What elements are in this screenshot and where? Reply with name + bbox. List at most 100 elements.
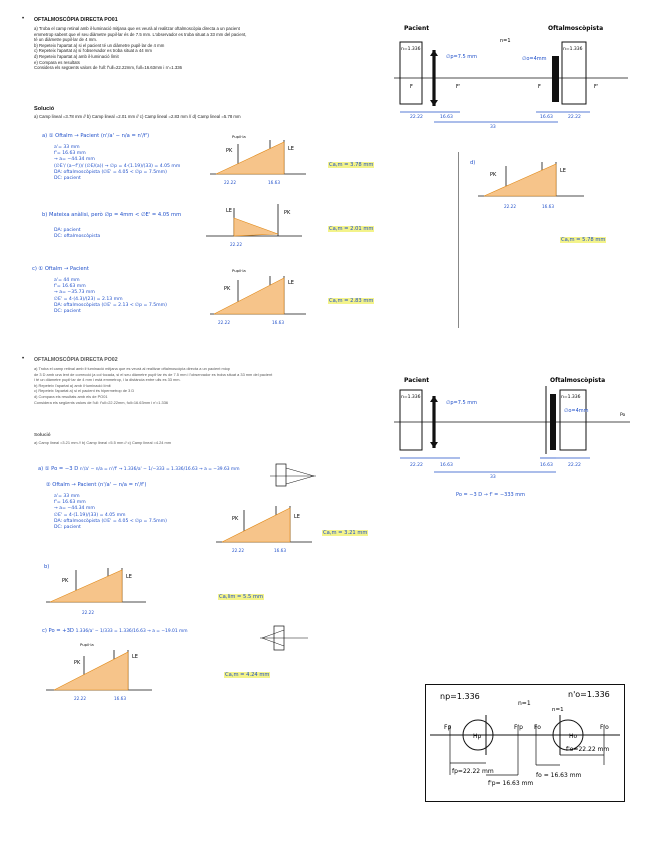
- problem-statement: a) Troba el camp retinal amb il·luminaci…: [34, 366, 272, 405]
- work-line: f'= 16.63 mm: [54, 151, 86, 157]
- statement-line: de 3 D amb una lent de correcció ja col·…: [34, 371, 273, 377]
- focal-label: F: [410, 84, 413, 90]
- arrow-icon: [430, 50, 438, 106]
- dim-value: 22.22: [224, 180, 236, 185]
- dim-value: 16.63: [272, 320, 284, 325]
- work-line: DC: oftalmoscòpista: [54, 234, 101, 240]
- po-label: Po: [620, 412, 626, 418]
- work-line: a'= 33 mm: [54, 145, 80, 150]
- triangle: [213, 277, 285, 315]
- statement-line: Considera els següents valors de l'ull: …: [34, 65, 183, 71]
- s2-work-a-head: a) ① Po = −3 D n'/a' − n/a = n'/f' → 1.3…: [38, 466, 239, 473]
- fp-label: Fp: [444, 724, 451, 731]
- dim-value: 22.22: [230, 242, 242, 247]
- statement-line: b) Repeteix l'apartat a) si el pacient t…: [34, 42, 165, 48]
- solution-line: a) Camp lineal =3.78 mm // b) Camp linea…: [34, 114, 241, 119]
- le-label: LE: [226, 208, 232, 214]
- work-line: DA: oftalmoscòpista (∅E' = 2.13 < ∅p = 7…: [54, 302, 167, 308]
- triangle: [49, 569, 123, 603]
- statement-line: d) Repeteix l'apartat a) amb il·luminaci…: [34, 53, 119, 59]
- statement-line: c) Repeteix l'apartat a) si el pacient é…: [34, 388, 135, 394]
- observer-eye-box: [561, 41, 587, 105]
- fp2-label: F'p: [514, 724, 523, 731]
- lens-box: [273, 625, 285, 651]
- work-title: a) ① Po = −3 D: [38, 466, 79, 472]
- eye-sketch: np=1.336 n=1 n'o=1.336 n=1 Hp Ho Fp F'p …: [430, 690, 620, 787]
- dim-value: 22.22: [504, 204, 516, 209]
- bullet: •: [22, 16, 25, 22]
- s2-result-a: Ca,m = 3.21 mm: [322, 530, 369, 537]
- work-title: c) Po = +3D: [42, 628, 74, 634]
- statement-line: e) Compara es resultats: [34, 59, 80, 65]
- pk-label: PK: [62, 578, 69, 584]
- work-a-head: a) ① Oftalm → Pacient (n'/a' − n/a = n'/…: [42, 133, 149, 140]
- result-highlight: Ca,m = 4.24 mm: [224, 672, 271, 678]
- result-highlight: Ca,m = 5.78 mm: [560, 237, 607, 243]
- eye-sketch-frame: np=1.336 n=1 n'o=1.336 n=1 Hp Ho Fp F'p …: [425, 684, 625, 802]
- pk-label: PK: [224, 286, 231, 292]
- statement-line: emmetrop sabent que el seu diàmetre pupi…: [34, 31, 247, 37]
- work-line: DA: oftalmoscòpista (∅E' = 4.05 < ∅p = 7…: [54, 169, 167, 175]
- dim-value: 16.63: [114, 696, 126, 701]
- lens-sketch: [270, 463, 316, 487]
- s2-work-c-head: c) Po = +3D 1.336/a' − 1/333 = 1.336/16.…: [42, 628, 188, 635]
- dim-value: 22.22: [568, 114, 581, 120]
- work-line: DC: pacient: [54, 176, 81, 182]
- le-label: LE: [560, 168, 566, 174]
- observer-eye-circle: [552, 719, 584, 751]
- field-diagram: PK LE 22.22 16.63: [478, 162, 584, 209]
- work-title: ② Oftalm → Pacient: [46, 482, 97, 488]
- result-a: Ca,m = 3.78 mm: [328, 162, 375, 169]
- statement-line: a) Troba el camp retinal amb il·luminaci…: [34, 366, 230, 371]
- result-b: Ca,m = 2.01 mm: [328, 226, 375, 233]
- result-highlight: Ca,m = 3.78 mm: [328, 162, 375, 168]
- dim-value: 16.63: [440, 462, 453, 468]
- nair-label: n=1: [518, 700, 531, 707]
- pupil-label: Pupil·la: [232, 268, 246, 273]
- dim-value: 16.63: [540, 114, 553, 120]
- observer-pupil-label: ∅o=4mm: [564, 408, 589, 414]
- patient-label: Pacient: [404, 25, 429, 32]
- ray-lines: [285, 467, 315, 485]
- fo2-label: F'o: [600, 724, 609, 731]
- bullet: •: [22, 356, 25, 362]
- divider: [458, 152, 459, 328]
- work-c-lines: a'= 44 mm f'= 16.63 mm → a= −35.73 mm ∅E…: [54, 278, 167, 315]
- work-eq: n'/a' − n/a = n'/f' → 1.336/a' − 1/−333 …: [79, 467, 240, 472]
- dim-fo2: f'o=22.22 mm: [566, 746, 609, 753]
- dim-value: 16.63: [540, 462, 553, 468]
- observer-label: Oftalmoscòpista: [550, 377, 605, 384]
- le-label: LE: [126, 574, 132, 580]
- work-line: a'= 44 mm: [54, 278, 80, 283]
- dim-fo: fo = 16.63 mm: [536, 772, 582, 779]
- work-line: DA: pacient: [54, 228, 81, 233]
- patient-eye-box: [399, 389, 423, 451]
- pk-label: PK: [226, 148, 233, 154]
- s2-result-b: Ca,lim = 5.5 mm: [218, 594, 265, 601]
- n-label: n=1: [500, 38, 511, 44]
- ho-label: Ho: [569, 733, 578, 740]
- work-line: f'= 16.63 mm: [54, 500, 86, 506]
- fo-label: Fo: [534, 724, 541, 731]
- s2-result-c: Ca,m = 4.24 mm: [224, 672, 271, 679]
- dim-value: 16.63: [440, 114, 453, 120]
- hp-label: Hp: [473, 733, 482, 740]
- work-line: DA: oftalmoscòpista (∅E' = 4.05 < ∅p = 7…: [54, 518, 167, 524]
- extra-note: Po = −3 D → f' = −333 mm: [456, 492, 525, 498]
- pk-label: PK: [284, 210, 291, 216]
- statement-line: té un diàmetre pupil·lar de 4 mm.: [34, 37, 98, 43]
- observer-eye-box: [559, 389, 587, 451]
- dim-value: 16.63: [542, 204, 554, 209]
- field-diagram: PK LE Pupil·la 22.22 16.63: [46, 642, 152, 701]
- dim-value: 16.63: [274, 548, 286, 553]
- observer-n: n=1.336: [561, 394, 581, 400]
- dim-total: 33: [490, 124, 496, 130]
- patient-eye-box: [399, 41, 423, 105]
- observer-n: n=1.336: [563, 46, 583, 52]
- n-label: n=1: [552, 707, 564, 713]
- dim-total: 33: [490, 474, 496, 480]
- dim-fp2: f'p= 16.63 mm: [488, 780, 533, 787]
- patient-eye-circle: [462, 719, 494, 751]
- result-c: Ca,m = 2.83 mm: [328, 298, 375, 305]
- work-line: DC: pacient: [54, 309, 81, 315]
